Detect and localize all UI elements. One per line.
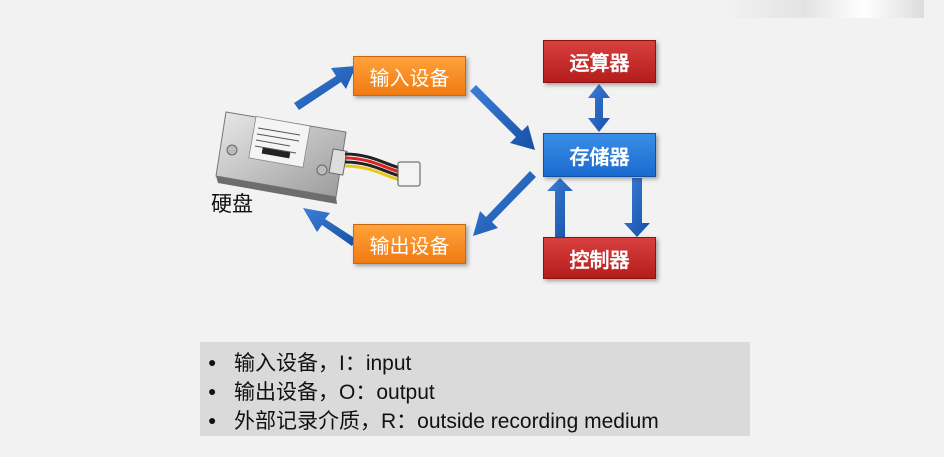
hard-disk-drive-icon: [215, 111, 421, 204]
controller-box: 控制器: [543, 237, 656, 279]
memory-box: 存储器: [543, 133, 656, 177]
hard-disk-label: 硬盘: [211, 192, 253, 216]
note-text: 输入设备，I：input: [234, 351, 412, 375]
arrow-memory-to-controller: [624, 178, 650, 237]
arrow-input-to-memory: [470, 85, 535, 150]
decorative-corner: [724, 0, 924, 18]
arrow-controller-to-memory: [547, 178, 573, 237]
bullet-icon: ●: [208, 353, 217, 370]
note-text: 外部记录介质，R：outside recording medium: [234, 409, 659, 433]
note-item: ● 外部记录介质，R：outside recording medium: [208, 405, 750, 434]
alu-box: 运算器: [543, 40, 656, 83]
input-device-box: 输入设备: [353, 56, 466, 96]
output-device-box: 输出设备: [353, 224, 466, 264]
note-text: 输出设备，O：output: [234, 380, 435, 404]
note-item: ● 输入设备，I：input: [208, 347, 750, 376]
arrow-hdd-to-input: [294, 66, 356, 110]
note-item: ● 输出设备，O：output: [208, 376, 750, 405]
arrow-memory-to-output: [473, 171, 536, 236]
bullet-icon: ●: [208, 411, 217, 428]
arrow-memory-alu-bidirectional: [588, 84, 610, 132]
arrow-output-to-hdd: [303, 208, 356, 246]
notes-panel: ● 输入设备，I：input ● 输出设备，O：output ● 外部记录介质，…: [200, 342, 750, 436]
bullet-icon: ●: [208, 382, 217, 399]
